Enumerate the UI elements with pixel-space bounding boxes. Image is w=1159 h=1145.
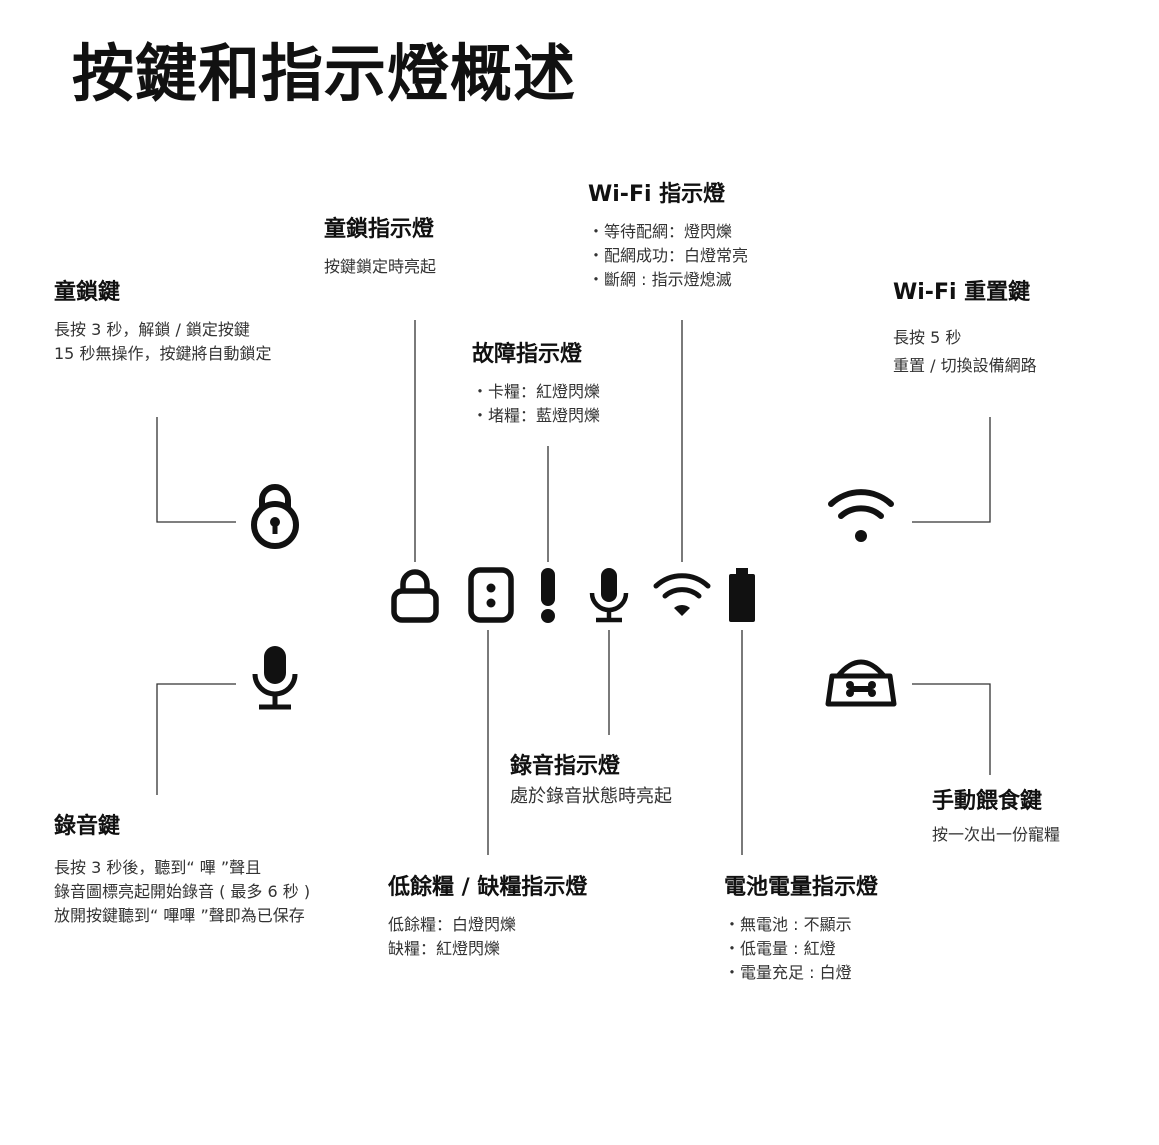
manual-feed-key-heading: 手動餵食鍵: [932, 789, 1043, 814]
food-indicator-callout: 低餘糧 / 缺糧指示燈 低餘糧：白燈閃爍 缺糧：紅燈閃爍: [388, 873, 587, 961]
wifi-reset-key-line: 重置 / 切換設備網路: [893, 356, 1037, 375]
battery-indicator-heading: 電池電量指示燈: [724, 875, 879, 900]
pet-bowl-icon: [825, 659, 897, 707]
wifi-reset-key-line: 長按 5 秒: [893, 328, 962, 347]
child-lock-indicator-heading: 童鎖指示燈: [324, 217, 435, 242]
record-key-line: 長按 3 秒後，聽到“ 嗶 ”聲且: [54, 858, 262, 877]
wifi-indicator-line: ・斷網 : 指示燈熄滅: [588, 270, 732, 289]
battery-indicator-line: ・低電量 : 紅燈: [724, 939, 836, 958]
battery-indicator-line: ・電量充足 : 白燈: [724, 963, 852, 982]
wifi-indicator-heading: Wi-Fi 指示燈: [588, 182, 726, 207]
fault-indicator-line: ・堵糧：藍燈閃爍: [472, 406, 601, 425]
record-key-callout: 錄音鍵 長按 3 秒後，聽到“ 嗶 ”聲且 錄音圖標亮起開始錄音 ( 最多 6 …: [54, 812, 310, 928]
child-lock-key-line: 長按 3 秒，解鎖 / 鎖定按鍵: [54, 320, 250, 339]
microphone-small-icon: [589, 568, 629, 623]
child-lock-key-callout: 童鎖鍵 長按 3 秒，解鎖 / 鎖定按鍵 15 秒無操作，按鍵將自動鎖定: [54, 278, 271, 366]
record-key-leader: [156, 683, 236, 795]
manual-feed-key-line: 按一次出一份寵糧: [932, 825, 1061, 844]
microphone-icon: [252, 646, 298, 710]
page-title: 按鍵和指示燈概述: [72, 37, 577, 110]
wifi-reset-key-heading: Wi-Fi 重置鍵: [893, 280, 1031, 305]
record-key-heading: 錄音鍵: [54, 814, 121, 839]
record-indicator-heading: 錄音指示燈: [510, 754, 621, 779]
wifi-reset-key-leader: [912, 417, 991, 523]
wifi-reset-key-callout: Wi-Fi 重置鍵 長按 5 秒 重置 / 切換設備網路: [893, 278, 1037, 380]
padlock-round-icon: [251, 484, 299, 549]
wifi-indicator-line: ・配網成功：白燈常亮: [588, 246, 749, 265]
child-lock-key-leader: [156, 417, 236, 523]
battery-indicator-line: ・無電池 : 不顯示: [724, 915, 852, 934]
padlock-icon: [391, 569, 439, 623]
record-indicator-line: 處於錄音狀態時亮起: [510, 786, 672, 807]
battery-icon: [729, 568, 755, 622]
exclamation-icon: [541, 568, 555, 623]
food-indicator-line: 低餘糧：白燈閃爍: [388, 915, 517, 934]
record-indicator-callout: 錄音指示燈 處於錄音狀態時亮起: [510, 752, 672, 812]
record-key-line: 錄音圖標亮起開始錄音 ( 最多 6 秒 ): [54, 882, 311, 901]
record-key-line: 放開按鍵聽到“ 嗶嗶 ”聲即為已保存: [54, 906, 305, 925]
fault-indicator-heading: 故障指示燈: [472, 342, 583, 367]
child-lock-key-heading: 童鎖鍵: [54, 280, 121, 305]
food-indicator-line: 缺糧：紅燈閃爍: [388, 939, 501, 958]
manual-feed-key-leader: [912, 683, 991, 775]
fault-indicator-callout: 故障指示燈 ・卡糧：紅燈閃爍 ・堵糧：藍燈閃爍: [472, 340, 600, 428]
child-lock-key-line: 15 秒無操作，按鍵將自動鎖定: [54, 344, 272, 363]
child-lock-indicator-line: 按鍵鎖定時亮起: [324, 257, 437, 276]
wifi-indicator-line: ・等待配網：燈閃爍: [588, 222, 733, 241]
wifi-small-icon: [653, 573, 711, 616]
battery-indicator-callout: 電池電量指示燈 ・無電池 : 不顯示 ・低電量 : 紅燈 ・電量充足 : 白燈: [724, 873, 878, 985]
food-level-icon: [468, 567, 514, 623]
food-indicator-heading: 低餘糧 / 缺糧指示燈: [388, 875, 588, 900]
fault-indicator-line: ・卡糧：紅燈閃爍: [472, 382, 601, 401]
wifi-indicator-callout: Wi-Fi 指示燈 ・等待配網：燈閃爍 ・配網成功：白燈常亮 ・斷網 : 指示燈…: [588, 180, 748, 292]
manual-feed-key-callout: 手動餵食鍵 按一次出一份寵糧: [932, 787, 1060, 847]
wifi-icon: [828, 489, 894, 542]
child-lock-indicator-callout: 童鎖指示燈 按鍵鎖定時亮起: [324, 215, 436, 279]
